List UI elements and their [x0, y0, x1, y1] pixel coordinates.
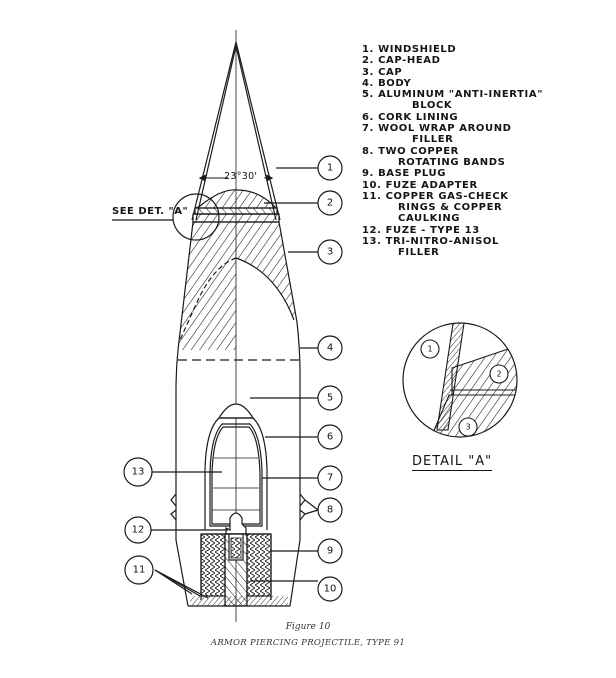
- legend-item-cont: BLOCK: [412, 100, 453, 112]
- figure-number: Figure 10: [285, 622, 331, 632]
- legend-item: 8. TWO COPPER: [362, 145, 459, 157]
- svg-text:1: 1: [327, 163, 333, 174]
- svg-text:13: 13: [132, 467, 145, 478]
- legend-item: 10. FUZE ADAPTER: [362, 179, 478, 191]
- projectile-outline: [112, 30, 319, 622]
- svg-text:6: 6: [327, 432, 333, 443]
- legend-item: 3. CAP: [362, 66, 403, 78]
- legend-item: 5. ALUMINUM "ANTI-INERTIA": [362, 89, 544, 101]
- svg-text:12: 12: [132, 525, 145, 536]
- legend-item-cont: FILLER: [398, 247, 440, 259]
- svg-text:4: 4: [327, 343, 333, 354]
- svg-text:8: 8: [327, 505, 333, 516]
- detail-a-title: DETAIL "A": [412, 454, 493, 471]
- svg-text:2: 2: [496, 370, 501, 379]
- legend-item-cont: RINGS & COPPER: [398, 202, 503, 214]
- legend-item: 4. BODY: [362, 77, 412, 89]
- legend-item: 11. COPPER GAS-CHECK: [362, 190, 509, 202]
- see-detail-label: SEE DET. "A": [112, 206, 189, 217]
- callout-circles: [123, 155, 343, 602]
- legend-item: 6. CORK LINING: [362, 111, 459, 123]
- svg-text:10: 10: [324, 584, 337, 595]
- parts-legend: 1. WINDSHIELD 2. CAP-HEAD 3. CAP 4. BODY…: [362, 44, 543, 259]
- leader-8a: [304, 499, 319, 511]
- svg-text:2: 2: [327, 198, 333, 209]
- svg-text:3: 3: [327, 247, 333, 258]
- callout-numbers: 1 2 3 4 5 6 7 8 9 10 11 12 13 1 2 3: [132, 163, 502, 595]
- legend-item-cont: ROTATING BANDS: [398, 156, 506, 168]
- svg-text:11: 11: [133, 565, 146, 576]
- legend-item-cont: FILLER: [412, 134, 454, 146]
- svg-text:1: 1: [427, 345, 432, 354]
- svg-text:9: 9: [327, 546, 333, 557]
- legend-item: 9. BASE PLUG: [362, 168, 447, 180]
- figure-title: ARMOR PIERCING PROJECTILE, TYPE 91: [210, 638, 406, 648]
- svg-text:3: 3: [465, 423, 470, 432]
- detail-a-view: [402, 322, 518, 438]
- svg-text:7: 7: [327, 473, 333, 484]
- legend-item: 2. CAP-HEAD: [362, 55, 441, 67]
- leader-11c: [154, 569, 209, 599]
- legend-item-cont: CAULKING: [398, 213, 461, 225]
- legend-item: 12. FUZE - TYPE 13: [362, 224, 480, 236]
- angle-dimension: 23°30': [224, 171, 258, 182]
- legend-item: 1. WINDSHIELD: [362, 44, 457, 55]
- legend-item: 13. TRI-NITRO-ANISOL: [362, 236, 499, 248]
- legend-item: 7. WOOL WRAP AROUND: [362, 123, 512, 135]
- leader-8b: [304, 509, 319, 515]
- svg-text:5: 5: [327, 393, 333, 404]
